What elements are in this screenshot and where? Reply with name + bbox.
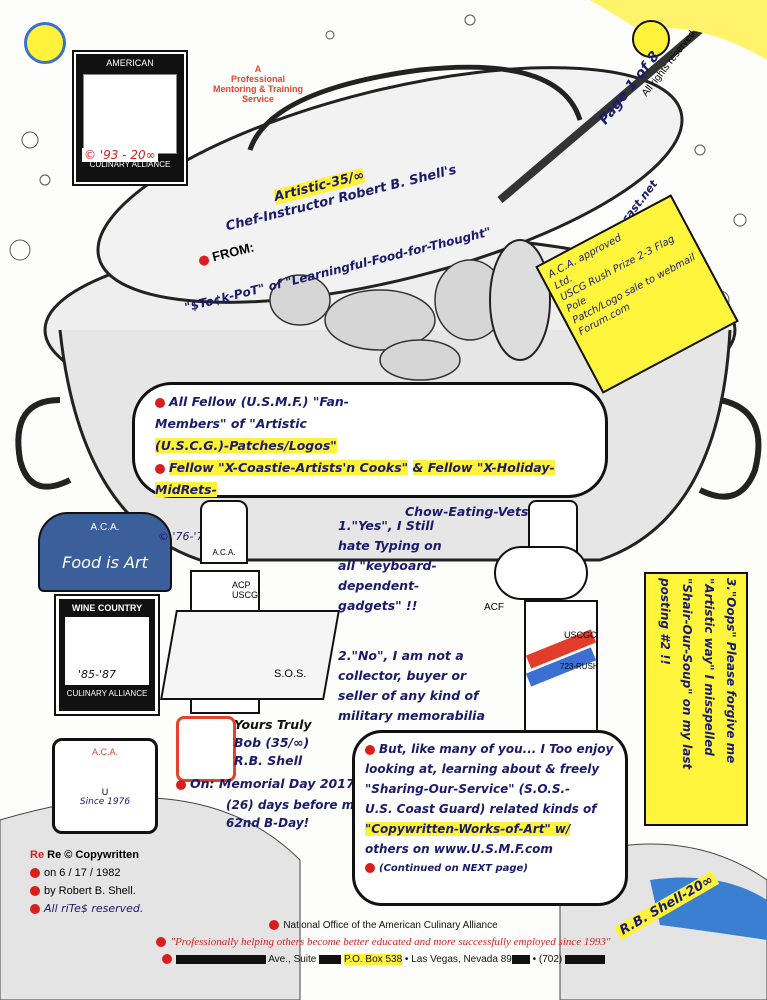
oops-note: 3."Oops" Please forgive me"Artistic way"…	[644, 572, 748, 826]
signoff-block: Yours Truly Bob (35/∞) R.B. Shell	[234, 717, 312, 768]
speech-bubble-top: All Fellow (U.S.M.F.) "Fan- Members" of …	[132, 382, 608, 519]
chef-hat: A.C.A.	[200, 500, 248, 564]
smiley-icon	[24, 22, 66, 64]
dog-uscgc: USCGC	[564, 630, 597, 640]
aca-logo: AMERICAN CULINARY ALLIANCE	[72, 50, 188, 186]
aca-badge: A.C.A. Food is Art	[38, 512, 172, 592]
speech-bubble-bottom: But, like many of you... I Too enjoy loo…	[352, 730, 628, 906]
wine-country-logo: WINE COUNTRY CULINARY ALLIANCE	[54, 594, 160, 716]
copyright-block: Re Re © Copywritten on 6 / 17 / 1982 by …	[30, 849, 144, 915]
sos-label: S.O.S.	[274, 668, 307, 680]
aca-since-badge: A.C.A. U Since 1976	[52, 738, 158, 834]
smiley-icon	[632, 20, 670, 58]
logo-line1: AMERICAN	[106, 58, 154, 68]
dog-acf: ACF	[484, 602, 504, 613]
signoff-date: On: Memorial Day 2017	[176, 776, 355, 791]
sos-tablet	[160, 610, 340, 700]
dog-rush: 723-RUSH	[560, 662, 599, 671]
wine-years: '85-'87	[78, 668, 117, 681]
footer-line2: "Professionally helping others become be…	[0, 936, 767, 948]
logo-line2: CULINARY ALLIANCE	[89, 160, 171, 169]
logo-years: © '93 - 20∞	[82, 148, 158, 162]
aca-years: © '76-'79	[158, 530, 211, 543]
shell-logo	[176, 716, 236, 782]
footer-line1: National Office of the American Culinary…	[0, 920, 767, 931]
footer-line3: Ave., Suite P.O. Box 538 • Las Vegas, Ne…	[0, 954, 767, 965]
